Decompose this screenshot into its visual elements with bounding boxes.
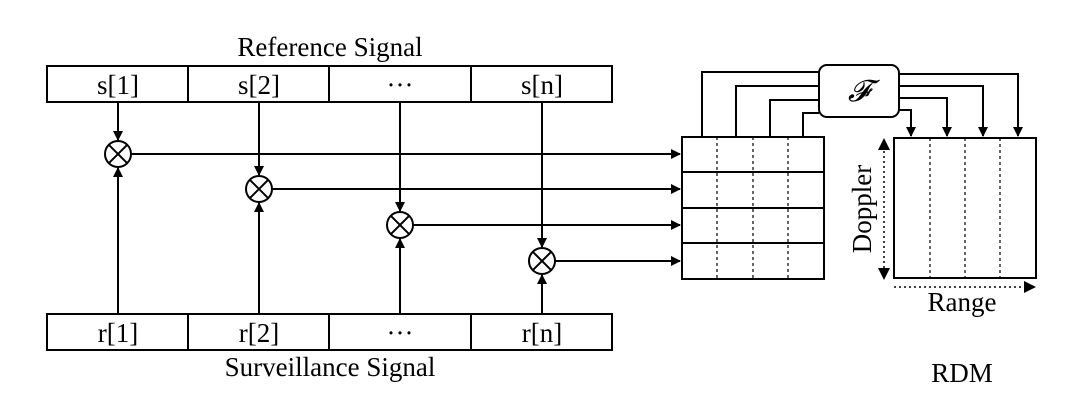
surveillance-to-multiplier-arrows [113,167,547,314]
reference-cell-2: s[2] [238,70,280,100]
rdm-label: RDM [931,358,993,388]
product-matrix [681,136,825,280]
multiplier-icon [245,175,273,203]
surveillance-signal-array: r[1] r[2] ··· r[n] [46,313,613,351]
surveillance-cell-1: r[1] [98,318,138,348]
multiplier-icon [104,140,132,168]
reference-cell-ellipsis: ··· [387,70,414,100]
surveillance-cell-n: r[n] [522,318,562,348]
multiplier-to-matrix-arrows [131,149,681,266]
multiplier-icon [528,247,556,275]
reference-signal-array: s[1] s[2] ··· s[n] [46,65,613,103]
range-axis [894,281,1036,293]
reference-cell-1: s[1] [97,70,139,100]
reference-to-multiplier-arrows [113,102,547,248]
fft-block [818,64,900,118]
surveillance-cell-2: r[2] [239,318,279,348]
doppler-axis [878,138,890,280]
reference-cell-n: s[n] [521,70,563,100]
matrix-to-fft-wires [701,71,819,137]
fft-to-rdm-wires [899,73,1023,137]
multiplier-icon [386,211,414,239]
doppler-axis-label: Doppler [847,165,877,253]
surveillance-signal-label: Surveillance Signal [225,352,436,382]
range-axis-label: Range [928,287,997,317]
fft-symbol: 𝓕 [848,75,881,108]
surveillance-cell-ellipsis: ··· [387,318,414,348]
rdm-matrix [893,137,1037,279]
reference-signal-label: Reference Signal [237,32,422,62]
